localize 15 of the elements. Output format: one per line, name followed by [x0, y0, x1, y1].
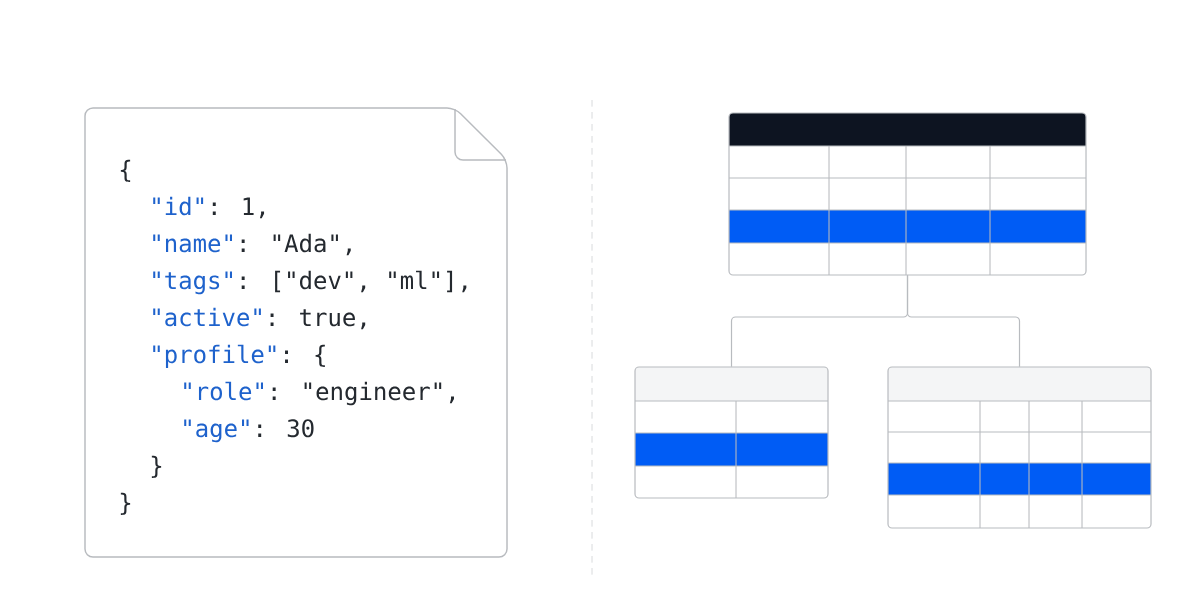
code-line: "role" : "engineer",: [184, 381, 454, 406]
code-line: "active" : true,: [153, 307, 366, 330]
connector-line: [906, 274, 1021, 368]
code-line: }: [151, 455, 162, 478]
code-line: "age" : 30: [184, 419, 314, 443]
code-line: "profile" : {: [153, 344, 325, 368]
code-line: }: [120, 492, 131, 515]
code-line: "tags" : ["dev", "ml"],: [153, 270, 467, 295]
table-drawing: [887, 366, 1152, 529]
code-line: "id" : 1,: [153, 196, 265, 219]
code-line: "name" : "Ada",: [153, 233, 351, 256]
table-drawing: [728, 112, 1087, 276]
document: [84, 107, 508, 558]
code-line: {: [120, 159, 131, 182]
table-drawing: [634, 366, 829, 499]
